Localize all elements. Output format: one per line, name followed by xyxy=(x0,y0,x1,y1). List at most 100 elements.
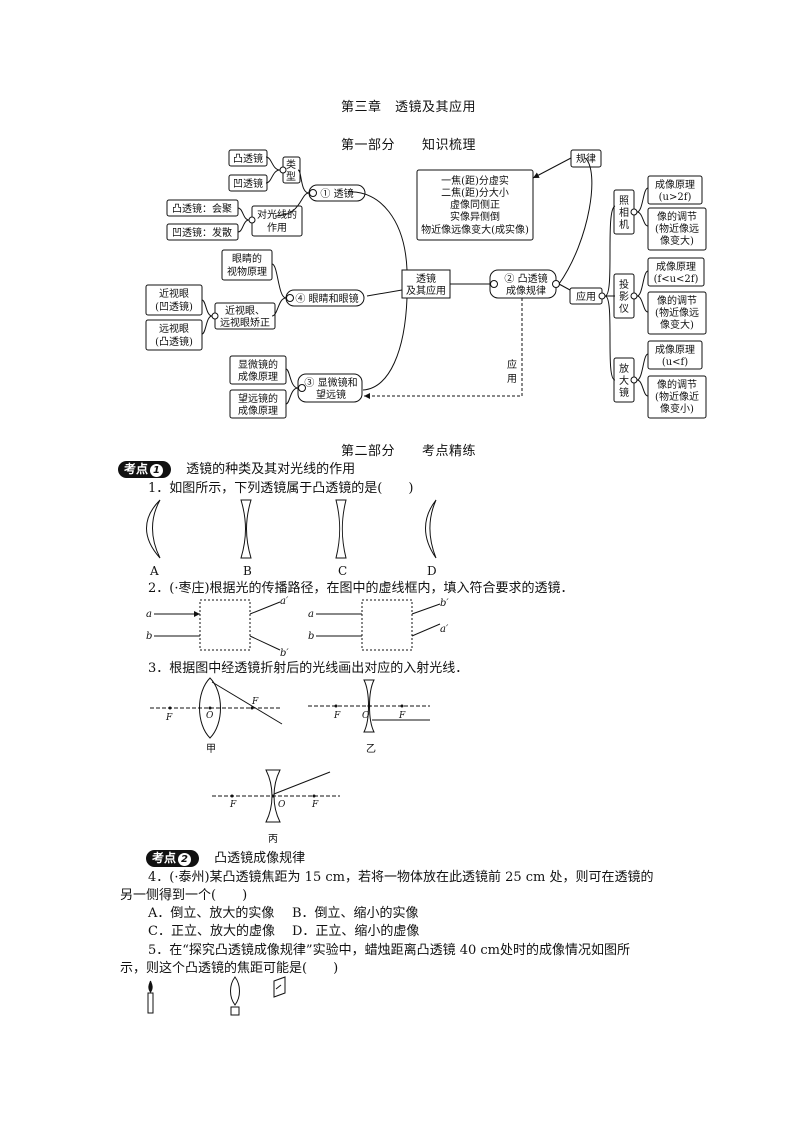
q3-label-bing: 丙 xyxy=(268,834,278,845)
magnifier-1: 放 xyxy=(619,362,629,375)
q2-b-prime-right: b′ xyxy=(440,598,449,609)
n3-micro-1: 显微镜的 xyxy=(238,358,278,371)
camera-adjust-1: 像的调节 xyxy=(657,210,697,223)
n4-hyperopia-2: (凸透镜) xyxy=(155,335,193,348)
n3-micro-2: 成像原理 xyxy=(238,371,278,383)
q3-yi-O: O xyxy=(362,711,370,721)
camera-2: 相 xyxy=(619,206,629,219)
chapter-title: 第三章 透镜及其应用 xyxy=(341,100,477,115)
node2-label-1: ② 凸透镜 xyxy=(504,272,547,285)
q3-bing-F1: F xyxy=(229,800,237,810)
q1-lens-figure: A B C D xyxy=(146,499,437,578)
q4-option-a: A．倒立、放大的实像 xyxy=(148,906,275,921)
q3-label-jia: 甲 xyxy=(206,744,216,755)
projector-adjust-1: 像的调节 xyxy=(657,294,697,307)
apply-label: 应用 xyxy=(576,290,596,303)
node2-label-2: 成像规律 xyxy=(506,284,546,297)
q3-text: 3．根据图中经透镜折射后的光线画出对应的入射光线． xyxy=(148,661,469,676)
n4-myopia-1: 近视眼 xyxy=(159,287,189,300)
rule-5: 物近像远像变大(成实像) xyxy=(421,223,529,236)
q1-label-c: C xyxy=(338,564,347,578)
q4-option-b: B．倒立、缩小的实像 xyxy=(292,906,419,921)
q2-b-prime-left: b′ xyxy=(280,648,289,659)
q2-a-right: a xyxy=(308,609,314,620)
n4-eye-2: 视物原理 xyxy=(227,265,267,278)
link-center-n1 xyxy=(347,191,408,271)
q1-label-a: A xyxy=(149,564,159,578)
q4-option-d: D．正立、缩小的虚像 xyxy=(292,924,420,939)
magnifier-adjust-1: 像的调节 xyxy=(657,378,697,391)
n4-correct-1: 近视眼、 xyxy=(225,304,265,317)
projector-principle-1: 成像原理 xyxy=(656,261,696,273)
rule-1: 一焦(距)分虚实 xyxy=(441,174,509,187)
part1-title: 第一部分 知识梳理 xyxy=(341,138,477,153)
projector-adjust-2: (物近像远 xyxy=(655,306,699,319)
n1-effect-1: 对光线的 xyxy=(257,208,297,221)
q4-line2: 另一侧得到一个( ) xyxy=(120,888,248,903)
n4-correct-2: 远视眼矫正 xyxy=(220,316,270,329)
q2-text: 2．(·枣庄)根据光的传播路径，在图中的虚线框内，填入符合要求的透镜． xyxy=(148,581,574,596)
convex-lens xyxy=(230,976,240,1006)
q3-jia-O: O xyxy=(206,711,214,721)
magnifier-principle-1: 成像原理 xyxy=(655,344,695,356)
lens-b xyxy=(240,499,252,559)
q2-figure: a b a′ b′ a b b′ a′ xyxy=(146,596,449,659)
magnifier-2: 大 xyxy=(619,374,629,387)
lens-c xyxy=(335,499,347,559)
link-center-n3 xyxy=(362,297,408,391)
q3-bing-F2: F xyxy=(311,800,319,810)
camera-adjust-2: (物近像远 xyxy=(655,222,699,235)
n1-concave-effect: 凹透镜：发散 xyxy=(172,226,232,239)
q3-yi-F2: F xyxy=(398,711,406,721)
q5-experiment-figure xyxy=(147,976,286,1016)
camera-principle-1: 成像原理 xyxy=(655,179,695,191)
lens-a xyxy=(146,499,161,559)
screen xyxy=(273,976,286,998)
q3-bing-O: O xyxy=(278,800,286,810)
q5-line1: 5．在“探究凸透镜成像规律”实验中，蜡烛距离凸透镜 40 cm处时的成像情况如图… xyxy=(148,943,630,958)
center-label-2: 及其应用 xyxy=(406,284,446,297)
magnifier-principle-2: (u<f) xyxy=(662,357,688,368)
camera-adjust-3: 像变大) xyxy=(660,234,694,247)
q1-label-b: B xyxy=(243,564,252,578)
q3-yi-F1: F xyxy=(333,711,341,721)
apply-vertical-2: 用 xyxy=(507,374,517,385)
q4-line1: 4．(·泰州)某凸透镜焦距为 15 cm，若将一物体放在此透镜前 25 cm 处… xyxy=(148,870,654,885)
n3-tele-1: 望远镜的 xyxy=(238,392,278,405)
q3-jia-F2: F xyxy=(251,697,259,707)
rule-2: 二焦(距)分大小 xyxy=(441,186,509,199)
q5-line2: 示，则这个凸透镜的焦距可能是( ) xyxy=(120,961,339,976)
node3-label-1: ③ 显微镜和 xyxy=(304,376,357,389)
camera-principle-2: (u>2f) xyxy=(659,192,692,203)
q1-label-d: D xyxy=(427,564,437,578)
n1-concave: 凹透镜 xyxy=(233,177,263,190)
q3-jia-F1: F xyxy=(165,713,173,723)
q2-a-left: a xyxy=(146,609,152,620)
center-label-1: 透镜 xyxy=(416,272,436,285)
projector-2: 影 xyxy=(619,291,629,303)
projector-3: 仪 xyxy=(619,303,629,315)
q2-a-prime-right: a′ xyxy=(440,624,449,635)
projector-principle-2: (f<u<2f) xyxy=(654,274,699,285)
kp2-title: 凸透镜成像规律 xyxy=(214,851,306,866)
magnifier-adjust-3: 像变小) xyxy=(660,402,694,415)
q3-figure: F O F F O F F O F 甲 乙 丙 xyxy=(150,677,430,845)
q3-label-yi: 乙 xyxy=(366,743,376,755)
camera-3: 机 xyxy=(619,218,629,231)
node4-label: ④ 眼睛和眼镜 xyxy=(295,292,358,305)
n1-type-1: 类 xyxy=(286,158,296,171)
n4-hyperopia-1: 远视眼 xyxy=(159,322,189,335)
node3-label-2: 望远镜 xyxy=(316,388,346,401)
magnifier-adjust-2: (物近像近 xyxy=(655,390,699,403)
candle xyxy=(147,992,154,1014)
kp1-title: 透镜的种类及其对光线的作用 xyxy=(186,462,356,477)
n1-convex-effect: 凸透镜：会聚 xyxy=(172,202,232,215)
projector-adjust-3: 像变大) xyxy=(660,318,694,331)
link-center-n4 xyxy=(366,289,403,297)
q1-text: 1．如图所示，下列透镜属于凸透镜的是( ) xyxy=(148,481,414,496)
n4-myopia-2: (凹透镜) xyxy=(155,300,193,313)
apply-vertical-1: 应 xyxy=(507,358,517,371)
n1-type-2: 型 xyxy=(286,170,296,183)
